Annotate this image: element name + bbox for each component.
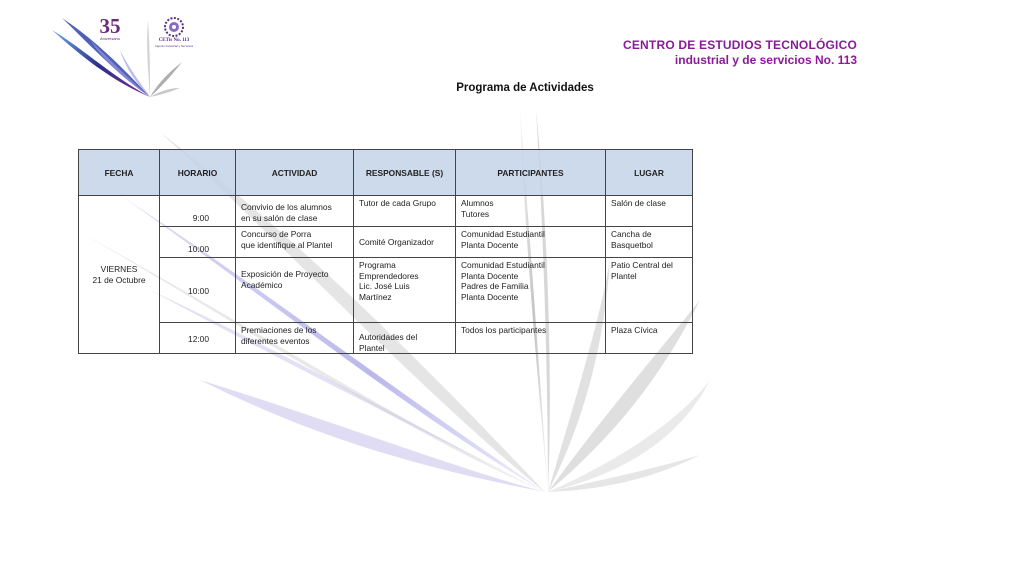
school-logo: CETis No. 113 Ingenio Industrial y Servi…: [152, 16, 196, 48]
time-cell: 12:00: [159, 322, 236, 354]
participant-line: Alumnos: [461, 198, 494, 208]
activity-line: Exposición de Proyecto: [241, 269, 329, 279]
gear-emblem-icon: [164, 17, 184, 37]
place-cell: Salón de clase: [605, 195, 693, 227]
responsible-line: Lic. José Luis: [359, 281, 410, 291]
place-line: Basquetbol: [611, 239, 653, 250]
anniversary-number: 35: [99, 14, 121, 38]
column-header-horario: HORARIO: [159, 149, 236, 196]
school-logo-label: CETis No. 113: [158, 38, 190, 43]
participants-cell: Alumnos Tutores: [455, 195, 606, 227]
participant-line: Todos los participantes: [461, 325, 547, 335]
activity-cell: Convivio de los alumnos en su salón de c…: [235, 195, 354, 227]
column-header-actividad: ACTIVIDAD: [235, 149, 354, 196]
table-row: 10:00 Exposición de Proyecto Académico P…: [79, 257, 693, 323]
place-line: Cancha de: [611, 229, 652, 239]
participant-line: Planta Docente: [461, 291, 519, 302]
date-day: 21 de Octubre: [92, 274, 146, 285]
responsible-cell: Programa Emprendedores Lic. José Luis Ma…: [353, 257, 456, 323]
activity-cell: Exposición de Proyecto Académico: [235, 257, 354, 323]
activity-line: Convivio de los alumnos: [241, 202, 332, 212]
anniversary-badge: 35 Aniversario: [95, 14, 125, 42]
activity-cell: Premiaciones de los diferentes eventos: [235, 322, 354, 354]
activity-line: que identifique al Plantel: [241, 239, 333, 250]
date-cell: VIERNES 21 de Octubre: [78, 195, 160, 354]
participant-line: Comunidad Estudiantil: [461, 260, 545, 270]
responsible-line: Programa: [359, 260, 396, 270]
responsible-line: Emprendedores: [359, 270, 419, 281]
responsible-cell: Autoridades del Plantel: [353, 322, 456, 354]
place-cell: Patio Central del Plantel: [605, 257, 693, 323]
column-header-lugar: LUGAR: [605, 149, 693, 196]
place-line: Patio Central del: [611, 260, 673, 270]
activity-cell: Concurso de Porra que identifique al Pla…: [235, 226, 354, 258]
time-cell: 9:00: [159, 195, 236, 227]
participants-cell: Comunidad Estudiantil Planta Docente: [455, 226, 606, 258]
participant-line: Tutores: [461, 208, 490, 219]
responsible-line: Tutor de cada Grupo: [359, 198, 436, 208]
table-row: 10:00 Concurso de Porra que identifique …: [79, 226, 693, 258]
activity-line: Concurso de Porra: [241, 229, 312, 239]
institution-line-2: industrial y de servicios No. 113: [674, 53, 857, 67]
participants-cell: Comunidad Estudiantil Planta Docente Pad…: [455, 257, 606, 323]
participant-line: Padres de Familia: [461, 281, 529, 291]
place-cell: Cancha de Basquetbol: [605, 226, 693, 258]
document-title: Programa de Actividades: [456, 82, 594, 94]
time-cell: 10:00: [159, 257, 236, 323]
participants-cell: Todos los participantes: [455, 322, 606, 354]
responsible-cell: Comité Organizador: [353, 226, 456, 258]
anniversary-text: Aniversario: [99, 36, 120, 41]
column-header-fecha: FECHA: [78, 149, 160, 196]
activity-line: Académico: [241, 279, 283, 290]
date-weekday: VIERNES: [100, 264, 138, 274]
table-row: 12:00 Premiaciones de los diferentes eve…: [79, 322, 693, 354]
institution-name: CENTRO DE ESTUDIOS TECNOLÓGICO industria…: [623, 38, 857, 68]
institution-line-1: CENTRO DE ESTUDIOS TECNOLÓGICO: [622, 38, 857, 52]
responsible-line: Plantel: [359, 342, 385, 353]
activity-line: en su salón de clase: [241, 212, 318, 223]
column-header-participantes: PARTICIPANTES: [455, 149, 606, 196]
column-header-responsable: RESPONSABLE (S): [353, 149, 456, 196]
table-header-row: FECHA HORARIO ACTIVIDAD RESPONSABLE (S) …: [78, 149, 693, 196]
participant-line: Planta Docente: [461, 270, 519, 281]
responsible-line: Comité Organizador: [359, 236, 434, 247]
place-line: Salón de clase: [611, 198, 666, 208]
activities-table: FECHA HORARIO ACTIVIDAD RESPONSABLE (S) …: [78, 149, 693, 354]
responsible-line: Martínez: [359, 291, 392, 302]
school-logo-sublabel: Ingenio Industrial y Servicios: [154, 44, 194, 48]
activity-line: Premiaciones de los: [241, 325, 317, 335]
participant-line: Comunidad Estudiantil: [461, 229, 545, 239]
table-row: VIERNES 21 de Octubre 9:00 Convivio de l…: [78, 195, 693, 354]
activity-line: diferentes eventos: [241, 335, 310, 346]
responsible-cell: Tutor de cada Grupo: [353, 195, 456, 227]
participant-line: Planta Docente: [461, 239, 519, 250]
place-line: Plaza Cívica: [611, 325, 658, 335]
time-cell: 10:00: [159, 226, 236, 258]
place-line: Plantel: [611, 270, 637, 281]
place-cell: Plaza Cívica: [605, 322, 693, 354]
responsible-line: Autoridades del: [359, 332, 418, 342]
